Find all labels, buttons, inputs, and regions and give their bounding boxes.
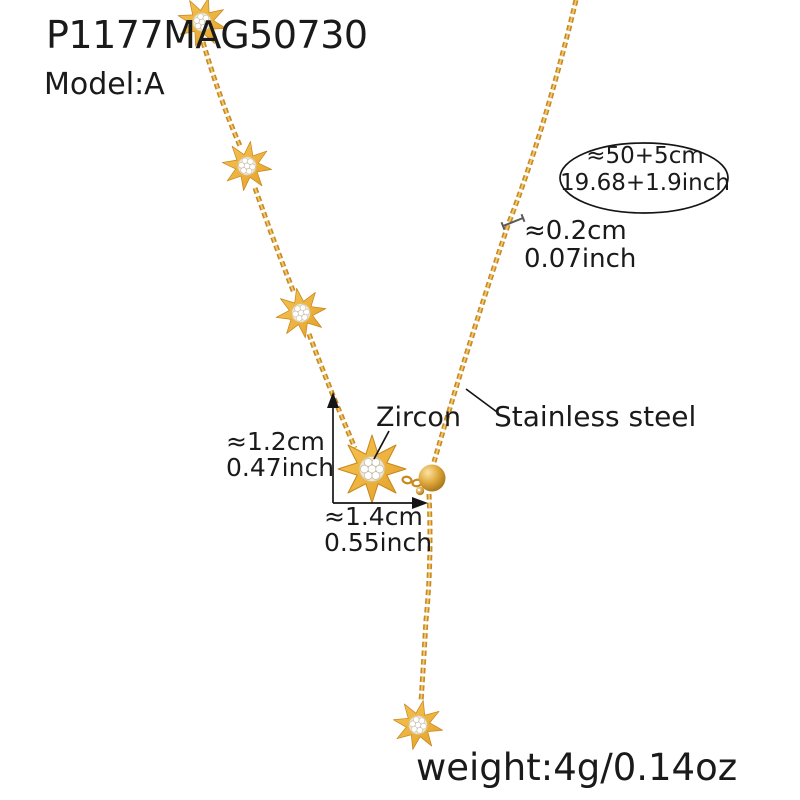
zircon-pointer-line [373, 430, 390, 460]
chain-thickness-metric: ≈0.2cm [524, 216, 627, 246]
product-code: P1177MAG50730 [46, 13, 368, 57]
pendant-height-imperial: 0.47inch [226, 453, 335, 482]
width-dimension-arrow [333, 497, 428, 509]
pendant-height-annotation: ≈1.2cm 0.47inch [226, 429, 334, 481]
steel-pointer-line [465, 388, 498, 413]
weight-label: weight:4g/0.14oz [416, 746, 738, 789]
flower-charm-3 [271, 283, 331, 343]
slider-bead [415, 464, 446, 496]
chain-thickness-imperial: 0.07inch [524, 244, 637, 274]
height-dimension-arrow [327, 392, 339, 503]
pendant-width-annotation: ≈1.4cm 0.55inch [324, 504, 432, 556]
stainless-steel-material-label: Stainless steel [494, 400, 697, 433]
length-ellipse-outline [559, 142, 729, 214]
chain-length-annotation: ≈50+5cm 19.68+1.9inch [558, 143, 732, 197]
thickness-tick-mark [500, 213, 526, 231]
flower-charm-2 [218, 137, 276, 195]
chain-length-imperial: 19.68+1.9inch [560, 170, 730, 196]
zircon-material-label: Zircon [376, 402, 461, 433]
pendant-width-imperial: 0.55inch [324, 528, 433, 557]
chain-thickness-annotation: ≈0.2cm 0.07inch [524, 217, 636, 273]
drop-chain [401, 475, 433, 703]
pendant-flower-charm [337, 434, 407, 504]
model-label: Model:A [44, 67, 165, 102]
chain-length-metric: ≈50+5cm [586, 143, 704, 169]
pendant-width-metric: ≈1.4cm [324, 502, 423, 531]
necklace-chain-left [200, 41, 358, 449]
pendant-height-metric: ≈1.2cm [226, 427, 325, 456]
